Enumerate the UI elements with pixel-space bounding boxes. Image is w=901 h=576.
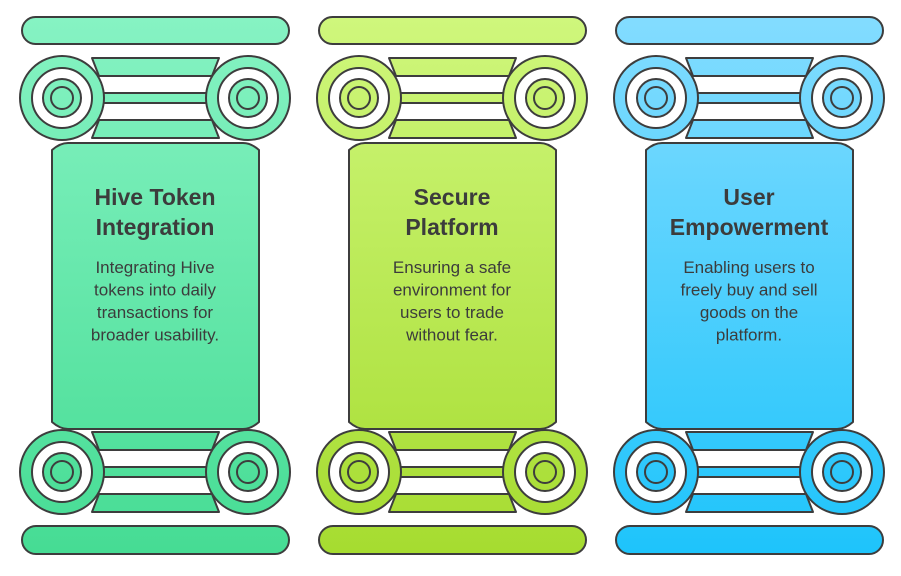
pillar-base: [613, 429, 885, 515]
volute-bar-lower: [388, 493, 517, 513]
volute-bar-middle: [395, 92, 510, 104]
volute-right-core: [830, 86, 854, 110]
volute-bar-lower: [91, 493, 220, 513]
pillar-description: transactions for: [97, 303, 214, 322]
pillar-base-slab: [318, 525, 587, 555]
pillar-description: Ensuring a safe: [393, 258, 511, 277]
pillar-top-slab: [615, 16, 884, 45]
volute-bar-upper: [685, 431, 814, 451]
volute-bar-lower: [685, 119, 814, 139]
volute-bar-lower: [91, 119, 220, 139]
pillar-capital: [19, 55, 291, 141]
pillar-title: Integration: [96, 214, 215, 240]
pillar-shaft: [348, 142, 557, 430]
volute-bar-middle: [98, 466, 213, 478]
volute-bar-lower: [388, 119, 517, 139]
volute-bar-upper: [91, 57, 220, 77]
volute-left-core: [50, 86, 74, 110]
pillar-top-slab: [21, 16, 290, 45]
pillar-description: environment for: [393, 281, 511, 300]
pillar-description: Integrating Hive: [95, 258, 214, 277]
pillar-top-slab: [318, 16, 587, 45]
volute-right-core: [236, 86, 260, 110]
pillar-description: broader usability.: [91, 326, 219, 345]
volute-right-core: [533, 86, 557, 110]
pillar-base: [19, 429, 291, 515]
volute-bar-lower: [685, 493, 814, 513]
pillar-base-slab: [21, 525, 290, 555]
pillar-description: users to trade: [400, 303, 504, 322]
volute-bar-middle: [395, 466, 510, 478]
volute-bar-upper: [685, 57, 814, 77]
pillar-shaft: [51, 142, 260, 430]
pillar-capital: [613, 55, 885, 141]
pillar-description: tokens into daily: [94, 281, 216, 300]
pillar-description: Enabling users to: [683, 258, 814, 277]
pillar-description: freely buy and sell: [680, 281, 817, 300]
pillar-description: platform.: [716, 326, 782, 345]
volute-left-core: [347, 86, 371, 110]
pillar-title: Hive Token: [95, 184, 216, 210]
volute-left-core: [347, 460, 371, 484]
pillar-shaft: [645, 142, 854, 430]
volute-left-core: [50, 460, 74, 484]
volute-bar-upper: [388, 431, 517, 451]
volute-bar-upper: [388, 57, 517, 77]
volute-bar-upper: [91, 431, 220, 451]
volute-bar-middle: [692, 466, 807, 478]
volute-bar-middle: [98, 92, 213, 104]
pillar-base-slab: [615, 525, 884, 555]
pillar-title: Platform: [405, 214, 498, 240]
pillar-title: Secure: [414, 184, 491, 210]
pillar-title: Empowerment: [670, 214, 829, 240]
volute-right-core: [830, 460, 854, 484]
volute-right-core: [236, 460, 260, 484]
pillar-title: User: [723, 184, 774, 210]
pillar-base: [316, 429, 588, 515]
pillar-capital: [316, 55, 588, 141]
volute-bar-middle: [692, 92, 807, 104]
volute-left-core: [644, 460, 668, 484]
volute-left-core: [644, 86, 668, 110]
pillar-description: without fear.: [405, 326, 498, 345]
volute-right-core: [533, 460, 557, 484]
pillar-description: goods on the: [700, 303, 798, 322]
